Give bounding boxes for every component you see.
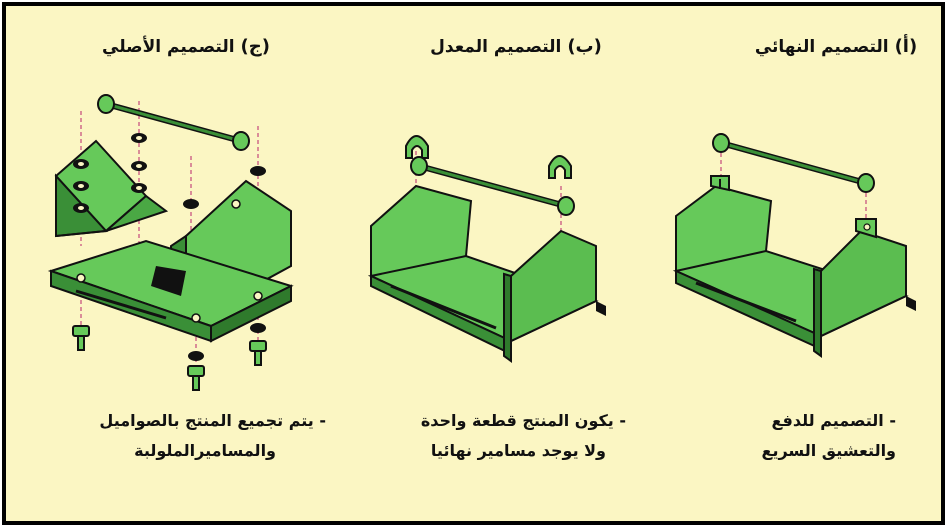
description-line-2: والمساميرالملولبة	[134, 441, 276, 460]
panel-title-original: (ج) التصميم الأصلي	[76, 36, 296, 72]
description-line-1: - يتم تجميع المنتج بالصواميل	[99, 411, 326, 430]
panel-title-final: (أ) التصميم النهائي	[736, 36, 936, 72]
description-line-2: ولا يوجد مسامير نهائيا	[430, 441, 606, 460]
panel-title-text-original: التصميم الأصلي	[102, 37, 235, 57]
illustration-final-design	[671, 121, 931, 371]
single-piece-drawing	[367, 135, 606, 363]
description-line-1: - يكون المنتج قطعة واحدة	[420, 411, 626, 430]
exploded-assembly-drawing	[47, 94, 294, 391]
panel-description-final: - التصميم للدفع والتعشيق السريع	[706, 406, 896, 466]
snap-fit-drawing	[672, 133, 916, 358]
panel-label-modified: (ب)	[567, 36, 602, 57]
panel-title-modified: (ب) التصميم المعدل	[411, 36, 621, 72]
description-line-1: - التصميم للدفع	[771, 411, 896, 430]
panel-description-modified: - يكون المنتج قطعة واحدة ولا يوجد مسامير…	[366, 406, 626, 466]
panel-title-text-final: التصميم النهائي	[754, 37, 889, 57]
panel-label-original: (ج)	[240, 36, 270, 57]
description-line-2: والتعشيق السريع	[761, 441, 896, 460]
illustration-original-design	[36, 86, 316, 396]
panel-description-original: - يتم تجميع المنتج بالصواميل والمساميرال…	[36, 406, 326, 466]
panel-label-final: (أ)	[894, 36, 918, 57]
illustration-modified-design	[361, 106, 631, 376]
panel-title-text-modified: التصميم المعدل	[430, 37, 562, 57]
